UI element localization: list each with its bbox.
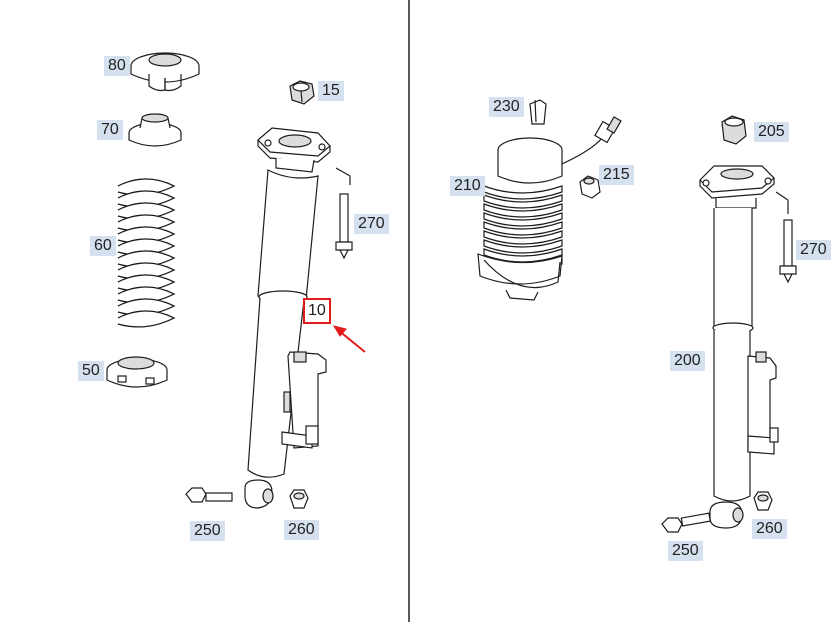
callout-10-highlighted[interactable]: 10 [303, 298, 331, 324]
shock-absorber-part-10[interactable] [244, 127, 331, 509]
nut-part-260-right[interactable] [753, 491, 773, 511]
callout-60[interactable]: 60 [90, 236, 116, 256]
callout-215[interactable]: 215 [599, 165, 634, 185]
callout-50[interactable]: 50 [78, 361, 104, 381]
callout-250-left[interactable]: 250 [190, 521, 225, 541]
nut-part-215[interactable] [579, 175, 601, 199]
highlight-arrow [332, 325, 366, 353]
coil-spring-part-60[interactable] [117, 178, 176, 328]
bolt-part-250-right[interactable] [661, 512, 711, 533]
bolt-part-270-right[interactable] [775, 191, 797, 284]
callout-260-left[interactable]: 260 [284, 520, 319, 540]
clip-part-230[interactable] [529, 99, 547, 125]
air-spring-part-210[interactable] [477, 116, 622, 301]
callout-70[interactable]: 70 [97, 120, 123, 140]
nut-part-15[interactable] [289, 80, 315, 105]
callout-270-right[interactable]: 270 [796, 240, 831, 260]
nut-part-205[interactable] [721, 115, 747, 145]
panel-divider [408, 0, 410, 622]
callout-270-left[interactable]: 270 [354, 214, 389, 234]
callout-260-right[interactable]: 260 [752, 519, 787, 539]
callout-205[interactable]: 205 [754, 122, 789, 142]
nut-part-260-left[interactable] [289, 489, 309, 509]
spring-seat-part-50[interactable] [106, 356, 168, 388]
bolt-part-270-left[interactable] [335, 167, 353, 260]
callout-230[interactable]: 230 [489, 97, 524, 117]
callout-250-right[interactable]: 250 [668, 541, 703, 561]
callout-80[interactable]: 80 [104, 56, 130, 76]
callout-200[interactable]: 200 [670, 351, 705, 371]
shock-absorber-part-200[interactable] [699, 165, 779, 529]
bolt-part-250-left[interactable] [185, 487, 233, 503]
top-mount-part-80[interactable] [130, 52, 200, 92]
spring-pad-part-70[interactable] [128, 113, 182, 147]
callout-210[interactable]: 210 [450, 176, 485, 196]
callout-15[interactable]: 15 [318, 81, 344, 101]
